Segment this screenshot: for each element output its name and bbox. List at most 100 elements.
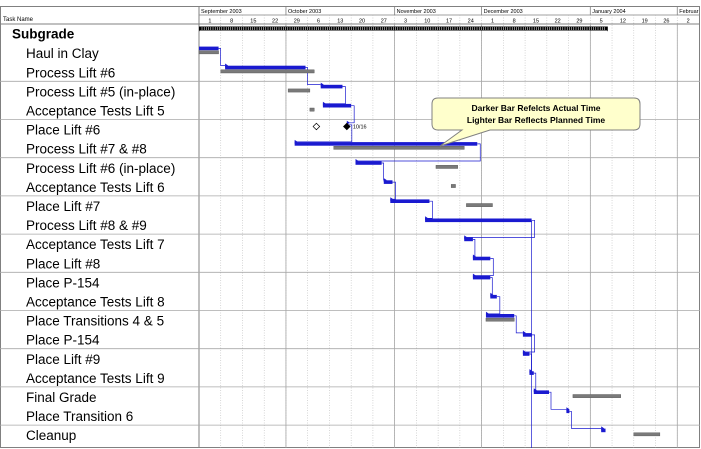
actual-time-bar (464, 237, 473, 242)
week-day-label: 22 (555, 19, 561, 25)
week-day-label: 24 (468, 19, 474, 25)
chart-frame (0, 6, 700, 448)
callout-line-actual: Darker Bar Refelcts Actual Time (472, 103, 601, 113)
week-day-label: 10 (424, 19, 430, 25)
task-name: Process Lift #6 (26, 65, 115, 80)
actual-time-bar (472, 275, 491, 280)
actual-time-bar (225, 65, 306, 70)
planned-time-bar (309, 107, 315, 112)
actual-time-bar (425, 218, 532, 223)
task-name: Place P-154 (26, 333, 100, 348)
actual-time-bar (294, 142, 478, 146)
dependency-connector (514, 315, 523, 334)
milestone-date-label: 10/16 (353, 125, 367, 131)
actual-time-bar (533, 390, 549, 394)
week-day-label: 2 (687, 19, 690, 25)
callout-bubble (431, 97, 641, 147)
dependency-connector (322, 86, 346, 105)
planned-time-bar (572, 394, 621, 398)
week-day-label: 29 (576, 19, 582, 25)
month-label: Februar (679, 9, 698, 15)
actual-time-bar (355, 161, 382, 165)
week-day-label: 27 (381, 19, 387, 25)
month-label: December 2003 (484, 9, 523, 15)
week-day-label: 13 (337, 19, 343, 25)
dependency-connector (381, 162, 384, 181)
task-bars: 10/16 (198, 26, 661, 437)
week-day-label: 8 (230, 19, 233, 25)
dependency-connector (346, 105, 355, 124)
dependency-connector (305, 67, 321, 85)
dependency-connector (522, 334, 535, 353)
legend-callout: Darker Bar Refelcts Actual Time Lighter … (431, 97, 641, 147)
week-day-label: 15 (250, 19, 256, 25)
task-name: Final Grade (26, 390, 97, 405)
planned-time-bar (450, 184, 456, 188)
summary-bar (199, 26, 608, 31)
actual-milestone-diamond (343, 122, 351, 131)
planned-time-bar (466, 203, 493, 207)
task-name: Acceptance Tests Lift 6 (26, 180, 165, 195)
task-name: Process Lift #7 & #8 (26, 142, 147, 157)
actual-time-bar (390, 199, 430, 203)
week-day-label: 3 (404, 19, 407, 25)
actual-time-bar (472, 256, 491, 261)
dependency-connector (569, 410, 602, 429)
week-day-label: 26 (663, 19, 669, 25)
dependency-connector (464, 219, 535, 238)
month-label: October 2003 (288, 9, 321, 15)
week-day-label: 17 (446, 19, 452, 25)
planned-time-bar (220, 69, 315, 74)
week-day-label: 5 (600, 19, 603, 25)
task-name: Place Lift #6 (26, 123, 100, 138)
task-name: Acceptance Tests Lift 8 (26, 295, 165, 310)
week-day-label: 15 (533, 19, 539, 25)
actual-time-bar (601, 428, 606, 433)
dependency-connector (294, 124, 353, 143)
actual-time-bar (383, 180, 393, 184)
dependency-connector (485, 296, 501, 315)
week-day-label: 20 (359, 19, 365, 25)
task-name: Process Lift #5 (in-place) (26, 84, 175, 99)
task-name: Cleanup (26, 428, 76, 443)
planned-milestone-diamond (312, 122, 321, 131)
month-label: January 2004 (592, 9, 625, 15)
dependency-connector (355, 143, 481, 162)
actual-time-bar (199, 46, 219, 51)
summary-task-name: Subgrade (12, 27, 75, 42)
task-name: Place Lift #9 (26, 352, 100, 367)
dependency-connector (549, 391, 567, 410)
week-day-label: 29 (294, 19, 300, 25)
task-name: Haul in Clay (26, 46, 99, 61)
task-name: Place Lift #8 (26, 256, 100, 271)
week-day-label: 8 (513, 19, 516, 25)
task-name: Acceptance Tests Lift 5 (26, 104, 165, 119)
task-name: Process Lift #8 & #9 (26, 218, 147, 233)
actual-time-bar (320, 84, 343, 89)
task-name: Acceptance Tests Lift 9 (26, 371, 165, 386)
planned-time-bar (633, 432, 661, 437)
week-day-label: 6 (317, 19, 320, 25)
grid-layer (0, 6, 700, 448)
week-day-label: 22 (272, 19, 278, 25)
task-name: Acceptance Tests Lift 7 (26, 237, 165, 252)
actual-time-bar (566, 409, 570, 414)
week-day-label: 19 (642, 19, 648, 25)
callout-line-planned: Lighter Bar Reflects Planned Time (467, 115, 606, 125)
planned-time-bar (435, 165, 458, 169)
actual-time-bar (529, 371, 534, 375)
actual-time-bar (490, 294, 497, 299)
week-day-label: 1 (208, 19, 211, 25)
planned-time-bar (287, 88, 311, 93)
dependency-connector (218, 48, 226, 66)
planned-time-bar (333, 145, 465, 150)
month-label: September 2003 (201, 9, 242, 15)
task-name: Process Lift #6 (in-place) (26, 161, 175, 176)
task-name: Place Transitions 4 & 5 (26, 314, 164, 329)
planned-time-bar (485, 317, 515, 322)
task-name-column-header: Task Name (3, 17, 34, 23)
actual-time-bar (522, 352, 530, 356)
